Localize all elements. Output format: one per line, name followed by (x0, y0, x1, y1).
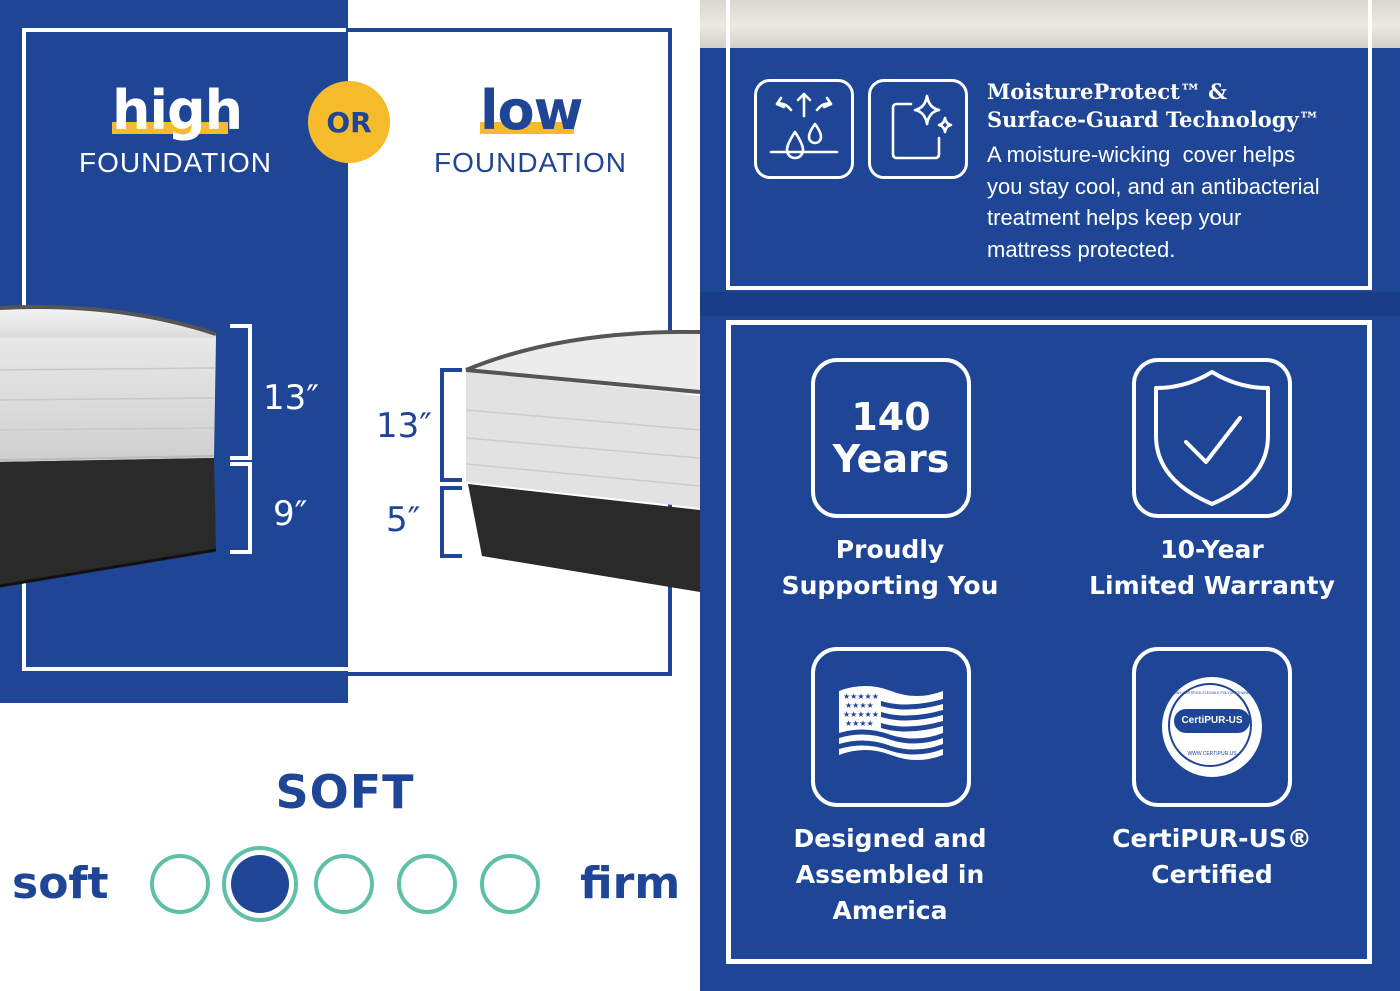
quilted-cover-texture (700, 0, 1400, 52)
feature-caption-line: Assembled in (795, 860, 985, 889)
firmness-scale-point-4 (397, 854, 457, 914)
low-dimension-brackets (440, 368, 462, 558)
moisture-wicking-icon (754, 79, 854, 179)
feature-caption-line: Designed and (793, 824, 987, 853)
certipur-seal-ring-text: CONTAINS CERTIFIED FLEXIBLE POLYURETHANE… (1163, 691, 1261, 695)
moisture-body-line-2: you stay cool, and an antibacterial (987, 173, 1320, 199)
low-word: low (480, 79, 584, 142)
firmness-firm-label: firm (580, 858, 681, 909)
high-base-height: 9″ (273, 494, 308, 534)
years-badge-word: Years (832, 437, 950, 481)
features-panel (700, 48, 1400, 991)
low-underline (480, 122, 574, 134)
moisture-body-line-4: mattress protected. (987, 236, 1176, 262)
high-foundation-label: FOUNDATION (79, 147, 273, 178)
feature-caption-line: CertiPUR-US® (1112, 824, 1312, 853)
feature-caption-line: Certified (1151, 860, 1273, 889)
moisture-protect-description: A moisture-wicking cover helps you stay … (987, 139, 1377, 265)
years-badge-icon: 140 Years (811, 358, 971, 518)
shield-check-icon (1154, 370, 1270, 506)
feature-caption-line: America (832, 896, 948, 925)
or-badge: OR (308, 81, 390, 163)
certipur-seal-text: CertiPUR-US (1174, 709, 1250, 733)
high-dimension-brackets (230, 324, 252, 554)
high-word: high (112, 79, 243, 142)
american-flag-icon: ★★★★★ ★★★★ ★★★★★ ★★★★ (839, 686, 943, 760)
years-badge-number: 140 (851, 395, 931, 439)
moisture-title-line-1: MoistureProtect™ & (987, 79, 1228, 104)
firmness-scale-point-3 (314, 854, 374, 914)
feature-caption-line: 10-Year (1160, 535, 1264, 564)
feature-caption-certipur: CertiPUR-US® Certified (1062, 821, 1362, 893)
low-mattress-height: 13″ (376, 406, 432, 446)
low-base-height: 5″ (386, 500, 421, 540)
low-foundation-label: FOUNDATION (434, 147, 628, 178)
america-badge: ★★★★★ ★★★★ ★★★★★ ★★★★ (811, 647, 971, 807)
antibacterial-sparkle-icon (868, 79, 968, 179)
svg-text:★★★★: ★★★★ (845, 719, 874, 728)
panel-divider (700, 292, 1400, 316)
feature-caption-warranty: 10-Year Limited Warranty (1062, 532, 1362, 604)
moisture-body-line-3: treatment helps keep your (987, 205, 1242, 230)
svg-text:★★★★★: ★★★★★ (843, 692, 879, 701)
feature-caption-line: Limited Warranty (1089, 571, 1335, 600)
moisture-title-line-2: Surface-Guard Technology™ (987, 107, 1320, 132)
firmness-scale-point-1 (150, 854, 210, 914)
moisture-protect-title: MoistureProtect™ & Surface-Guard Technol… (987, 78, 1377, 134)
firmness-selected-fill (231, 855, 289, 913)
moisture-body-line-1: A moisture-wicking cover helps (987, 142, 1296, 167)
firmness-scale-point-2-selected (222, 846, 298, 922)
feature-caption-line: Supporting You (781, 571, 999, 600)
certipur-badge: CertiPUR-US WWW.CERTIPUR.US CONTAINS CER… (1132, 647, 1292, 807)
high-foundation-mattress-image (0, 305, 217, 588)
warranty-badge (1132, 358, 1292, 518)
high-mattress-height: 13″ (263, 378, 319, 418)
svg-text:★★★★★: ★★★★★ (843, 710, 879, 719)
feature-caption-line: Proudly (835, 535, 945, 564)
certipur-seal-url: WWW.CERTIPUR.US (1187, 751, 1237, 757)
feature-caption-america: Designed and Assembled in America (740, 821, 1040, 929)
firmness-scale-point-5 (480, 854, 540, 914)
high-underline (112, 122, 228, 134)
certipur-seal-icon: CertiPUR-US WWW.CERTIPUR.US CONTAINS CER… (1162, 677, 1262, 777)
firmness-title: SOFT (275, 765, 415, 819)
low-foundation-mattress-image (465, 330, 700, 592)
moisture-protect-frame (726, 0, 1372, 290)
feature-caption-years: Proudly Supporting You (740, 532, 1040, 604)
features-frame (726, 320, 1372, 964)
svg-text:★★★★: ★★★★ (845, 701, 874, 710)
firmness-soft-label: soft (12, 858, 109, 909)
